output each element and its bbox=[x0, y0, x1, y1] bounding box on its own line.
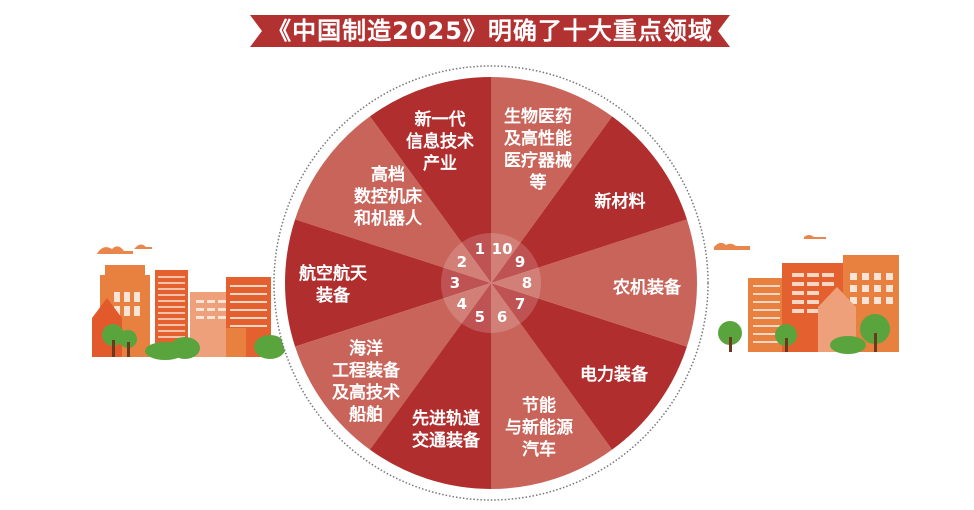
wheel-sector bbox=[491, 283, 687, 450]
sector-label: 航空航天 装备 bbox=[299, 264, 367, 306]
page-title: 《中国制造2025》明确了十大重点领域 bbox=[267, 17, 713, 45]
sector-label: 新一代 信息技术 产业 bbox=[406, 110, 474, 174]
sector-number: 9 bbox=[514, 252, 526, 271]
sector-label: 农机装备 bbox=[613, 278, 681, 298]
sector-number: 4 bbox=[456, 295, 468, 314]
sector-number: 10 bbox=[491, 239, 513, 258]
wheel-sector bbox=[491, 77, 613, 283]
wheel-sector bbox=[491, 116, 687, 283]
sector-number: 1 bbox=[474, 239, 486, 258]
sector-label: 先进轨道 交通装备 bbox=[412, 409, 480, 451]
sector-number: 7 bbox=[514, 295, 526, 314]
wheel-sector bbox=[369, 77, 491, 283]
wheel-sector bbox=[285, 219, 491, 347]
sector-label: 节能 与新能源 汽车 bbox=[505, 396, 573, 460]
wheel-sector bbox=[491, 219, 698, 347]
sector-label: 生物医药 及高性能 医疗器械 等 bbox=[504, 107, 572, 193]
wheel-sector bbox=[295, 283, 491, 450]
sector-number: 6 bbox=[496, 308, 508, 327]
wheel-sector bbox=[369, 283, 491, 489]
sector-number: 5 bbox=[474, 308, 486, 327]
city-illustration-left bbox=[92, 244, 286, 360]
sector-number: 3 bbox=[449, 274, 461, 292]
sector-label: 新材料 bbox=[594, 192, 646, 212]
sector-label: 高档 数控机床 和机器人 bbox=[354, 165, 422, 229]
sector-label: 海洋 工程装备 及高技术 船舶 bbox=[332, 339, 400, 425]
wheel-sector bbox=[491, 283, 613, 489]
city-illustration-right bbox=[714, 235, 899, 354]
wheel-sector bbox=[295, 116, 491, 283]
sector-number: 2 bbox=[456, 252, 468, 271]
title-banner bbox=[250, 15, 730, 47]
sector-number: 8 bbox=[521, 274, 533, 292]
sector-label: 电力装备 bbox=[580, 365, 648, 385]
